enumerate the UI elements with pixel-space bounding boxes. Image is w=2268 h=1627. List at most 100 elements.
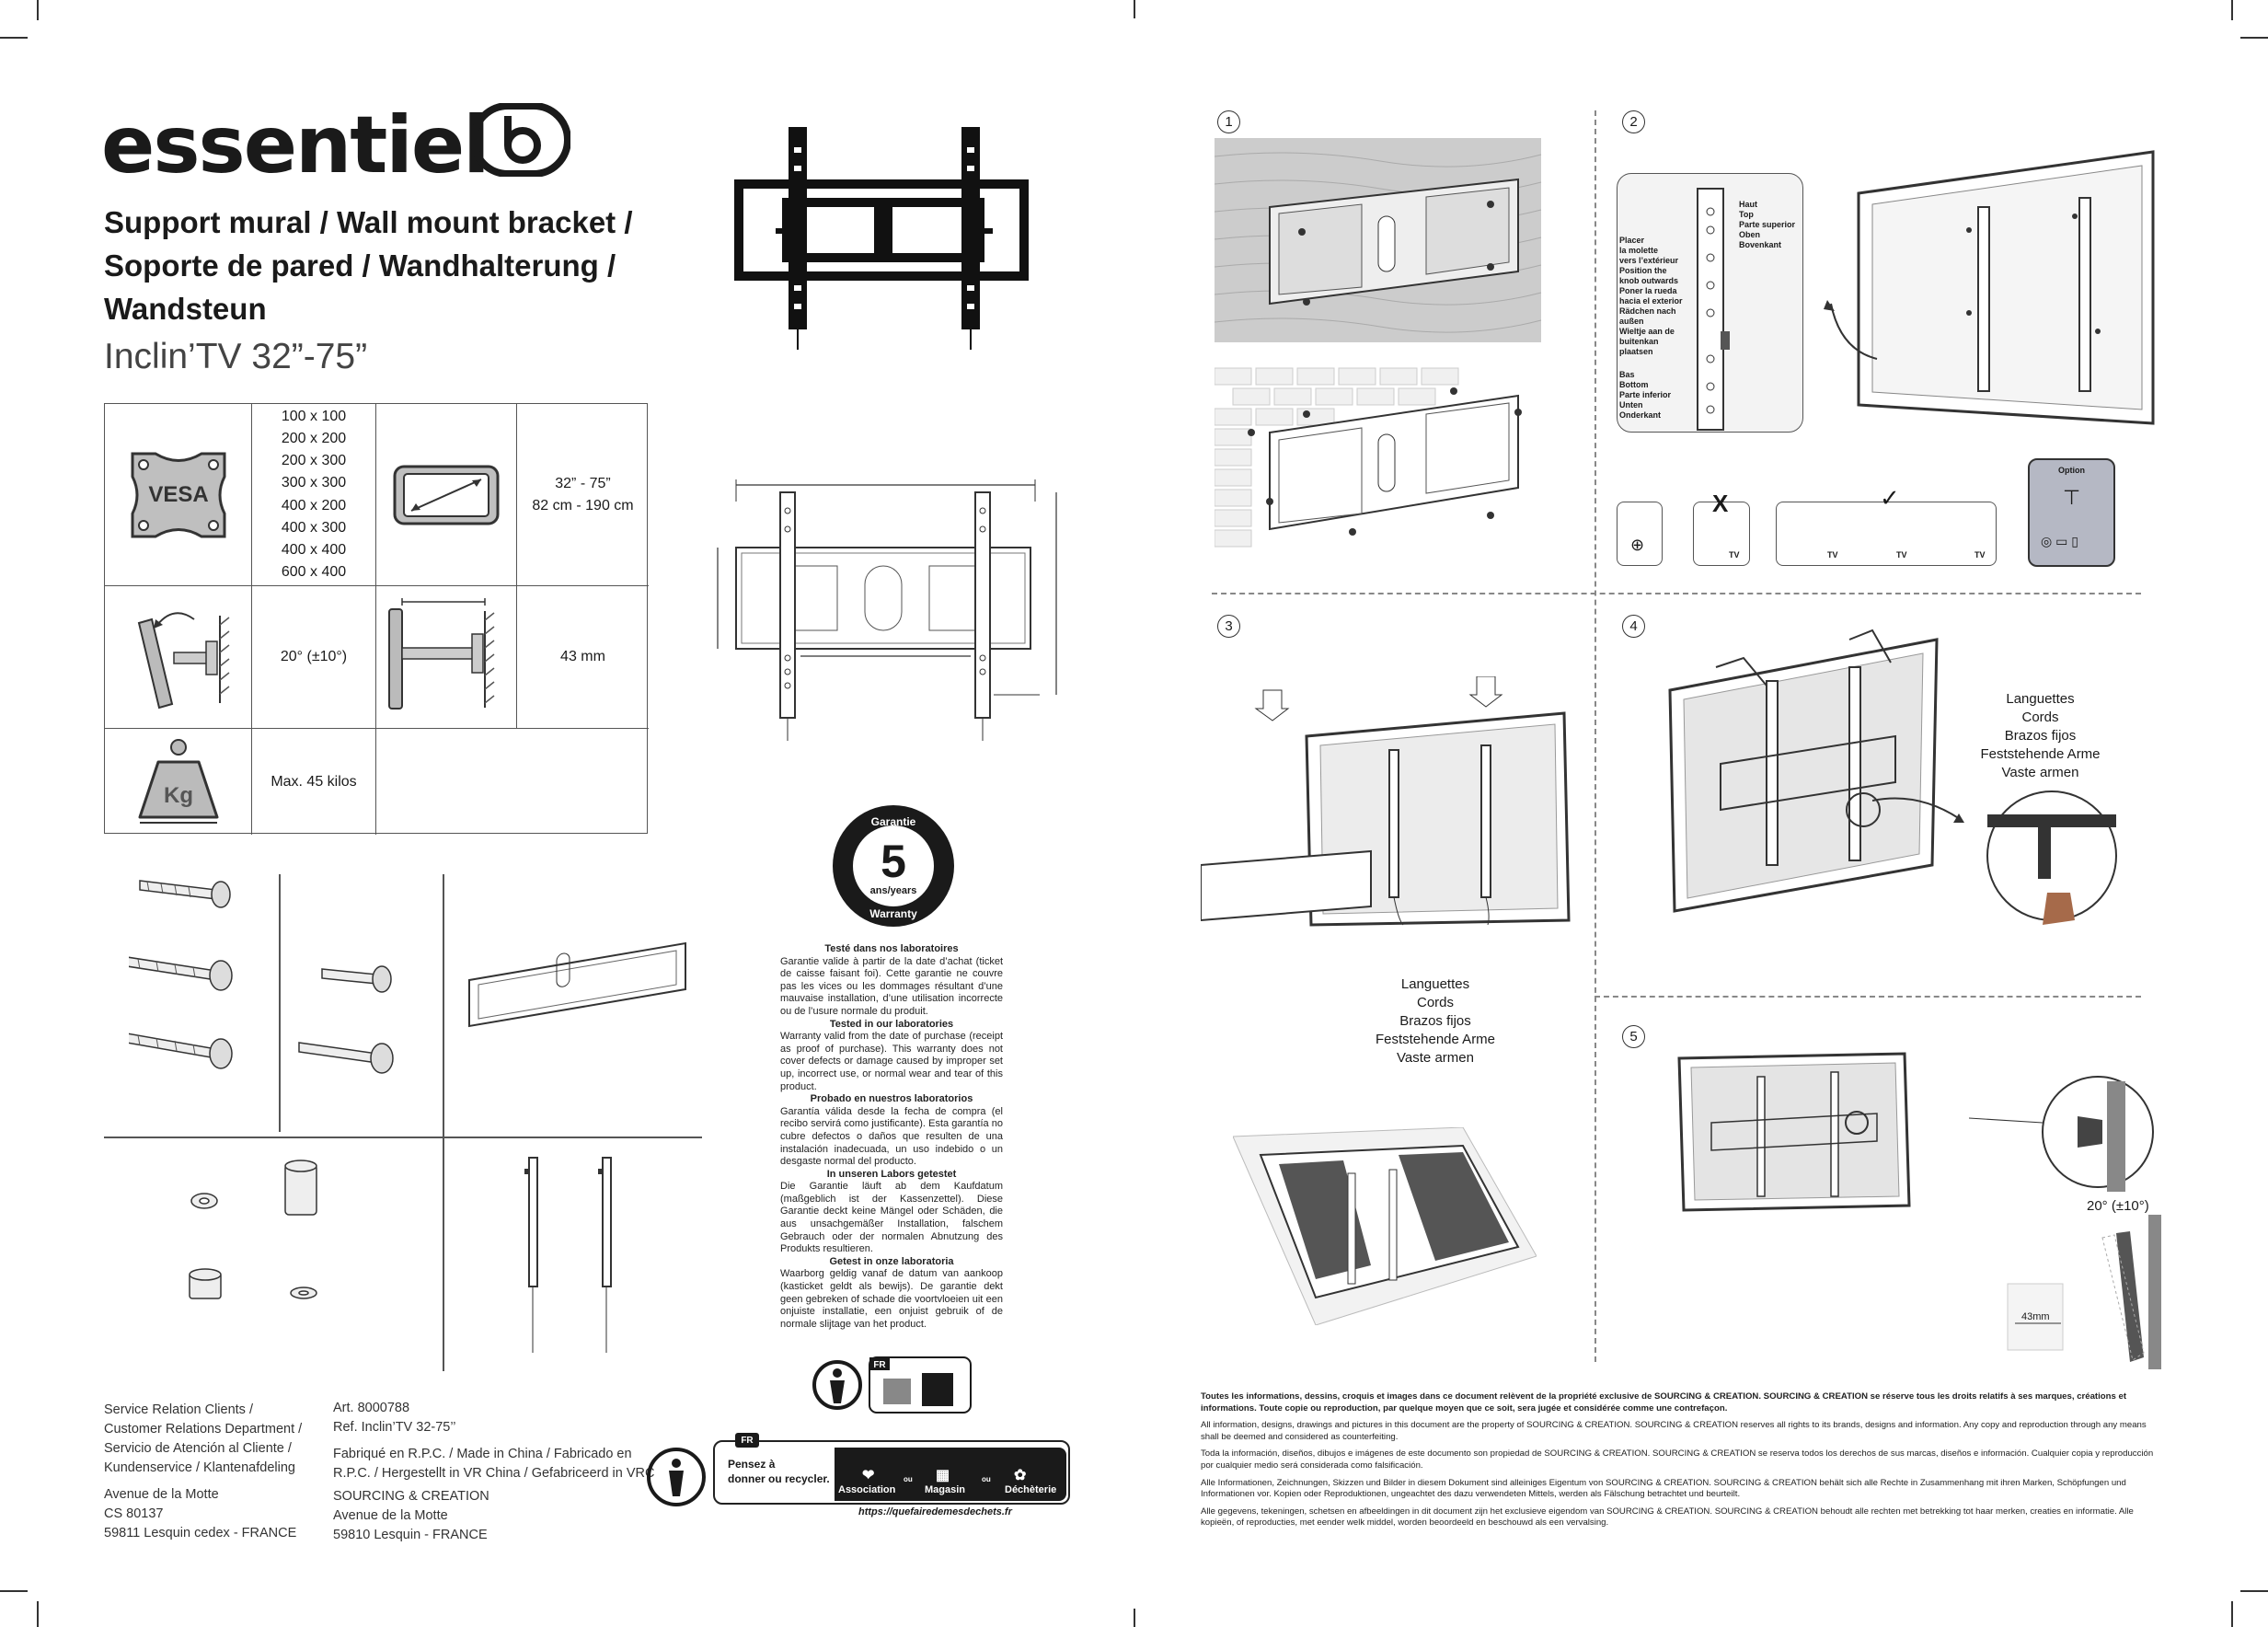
svg-text:VESA: VESA bbox=[148, 482, 208, 507]
knob-label: Placer bbox=[1619, 236, 1645, 245]
warranty-heading: Tested in our laboratories bbox=[829, 1018, 954, 1030]
position-label: Oben bbox=[1739, 230, 1761, 239]
crop-mark bbox=[1134, 1609, 1135, 1627]
step5-tilt-diagram bbox=[2007, 1215, 2161, 1369]
svg-text:5: 5 bbox=[881, 836, 906, 887]
vesa-size: 300 x 300 bbox=[281, 475, 347, 491]
svg-text:ans/years: ans/years bbox=[870, 885, 917, 896]
position-label: Top bbox=[1739, 210, 1754, 219]
step-divider bbox=[1212, 593, 2141, 594]
warranty-paragraph: Garantie valide à partir de la date d’ac… bbox=[780, 955, 1003, 1017]
title-line: Support mural / Wall mount bracket / bbox=[104, 205, 633, 239]
option-recycling-center: Déchèterie bbox=[1005, 1484, 1057, 1495]
step3-tv-underside bbox=[1233, 1127, 1537, 1325]
step5-tv-mounted bbox=[1677, 1052, 1911, 1212]
crop-mark bbox=[0, 1590, 28, 1592]
step5-depth-value: 43mm bbox=[2021, 1311, 2050, 1322]
triman-logo: FR bbox=[812, 1356, 972, 1414]
knob-label: außen bbox=[1619, 317, 1644, 326]
cords-label: Vaste armen bbox=[2001, 765, 2079, 780]
cords-label: Feststehende Arme bbox=[1375, 1032, 1496, 1047]
knob-label: buitenkan bbox=[1619, 337, 1659, 346]
vesa-icon: VESA bbox=[131, 452, 225, 537]
vesa-size: 100 x 100 bbox=[281, 408, 347, 424]
article-info: Art. 8000788 Ref. Inclin’TV 32-75’’ Fabr… bbox=[333, 1399, 655, 1545]
screen-size-cell: 32” - 75” 82 cm - 190 cm bbox=[517, 404, 649, 586]
service-line: Customer Relations Department / bbox=[104, 1422, 303, 1437]
step-number: 3 bbox=[1217, 615, 1240, 638]
option-or: ou bbox=[982, 1475, 991, 1483]
position-label: Bottom bbox=[1619, 380, 1649, 389]
weight-icon: Kg bbox=[138, 738, 218, 824]
knob-label: la molette bbox=[1619, 246, 1659, 255]
legal-notice: Toutes les informations, dessins, croqui… bbox=[1201, 1391, 2167, 1535]
product-title: Support mural / Wall mount bracket / Sop… bbox=[104, 201, 656, 330]
service-line: Kundenservice / Klantenafdeling bbox=[104, 1460, 295, 1475]
recycle-line: Pensez à bbox=[728, 1458, 776, 1471]
svg-text:Garantie: Garantie bbox=[871, 815, 916, 828]
step-divider bbox=[1595, 110, 1596, 1362]
crop-mark bbox=[2231, 1601, 2233, 1627]
step4-cords-labels: Languettes Cords Brazos fijos Feststehen… bbox=[1978, 690, 2102, 782]
position-label: Unten bbox=[1619, 400, 1643, 410]
step3-hanging-tv bbox=[1201, 676, 1571, 927]
tv-arms-illustration bbox=[524, 1157, 612, 1353]
company-line: SOURCING & CREATION bbox=[333, 1489, 489, 1504]
top-labels: Haut Top Parte superior Oben Bovenkant bbox=[1739, 200, 1795, 250]
customer-service: Service Relation Clients / Customer Rela… bbox=[104, 1401, 302, 1543]
svg-text:FR: FR bbox=[873, 1360, 886, 1370]
title-line: Soporte de pared / Wandhalterung / bbox=[104, 248, 616, 283]
option-store: Magasin bbox=[925, 1484, 966, 1495]
screwdriver-icon: ⊕ bbox=[1630, 536, 1645, 554]
recycle-options: ❤ ▦ ✿ Association ou Magasin ou Déchèter… bbox=[835, 1448, 1066, 1501]
store-icon: ▦ bbox=[936, 1468, 950, 1483]
screwdriver-box: ⊕ bbox=[1617, 502, 1663, 566]
recycle-text: Pensez à donner ou recycler. bbox=[728, 1457, 830, 1486]
depth-value-cell: 43 mm bbox=[517, 586, 649, 729]
parts-list bbox=[104, 874, 702, 1376]
vesa-size: 400 x 200 bbox=[281, 497, 347, 513]
company-line: 59810 Lesquin - FRANCE bbox=[333, 1528, 488, 1542]
option-label: Option bbox=[2058, 466, 2085, 475]
recycle-line: donner ou recycler. bbox=[728, 1472, 830, 1485]
knob-labels: Placer la molette vers l’extérieur Posit… bbox=[1619, 236, 1683, 357]
step-number: 2 bbox=[1622, 110, 1645, 133]
screen-size-cm: 82 cm - 190 cm bbox=[532, 497, 634, 513]
screen-icon-cell bbox=[376, 404, 517, 586]
position-label: Onderkant bbox=[1619, 410, 1662, 420]
company-line: Avenue de la Motte bbox=[333, 1508, 448, 1523]
option-association: Association bbox=[838, 1484, 896, 1495]
max-load-cell: Max. 45 kilos bbox=[252, 729, 376, 835]
warranty-heading: Probado en nuestros laboratorios bbox=[810, 1093, 973, 1105]
step2-arm-detail bbox=[1697, 188, 1730, 431]
knob-label: knob outwards bbox=[1619, 276, 1679, 285]
step-number: 1 bbox=[1217, 110, 1240, 133]
depth-value: 43 mm bbox=[560, 649, 605, 664]
fr-badge: FR bbox=[735, 1433, 759, 1448]
option-box: Option ⊤ ◎ ▭ ▯ bbox=[2028, 458, 2115, 567]
vesa-size: 400 x 400 bbox=[281, 541, 347, 558]
cords-label: Vaste armen bbox=[1397, 1050, 1474, 1066]
crop-mark bbox=[2231, 0, 2233, 20]
weight-icon-cell: Kg bbox=[105, 729, 252, 835]
screw-options-box: ✓ TV TV TV bbox=[1776, 484, 1997, 566]
warranty-heading: In unseren Labors getestet bbox=[826, 1168, 957, 1180]
crop-mark bbox=[37, 0, 39, 20]
service-line: Service Relation Clients / bbox=[104, 1402, 253, 1417]
step-number: 4 bbox=[1622, 615, 1645, 638]
cords-label: Languettes bbox=[2006, 691, 2075, 707]
svg-text:Kg: Kg bbox=[164, 783, 193, 808]
title-line: Wandsteun bbox=[104, 292, 267, 326]
tv-label: TV bbox=[1974, 550, 1986, 560]
max-load-value: Max. 45 kilos bbox=[271, 773, 357, 790]
knob-label: Rädchen nach bbox=[1619, 306, 1676, 316]
wall-plate-illustration bbox=[468, 941, 686, 1028]
screws-illustration bbox=[129, 880, 394, 1074]
tv-label: TV bbox=[1827, 550, 1838, 560]
warranty-paragraph: Warranty valid from the date of purchase… bbox=[780, 1031, 1003, 1092]
recycle-url[interactable]: https://quefairedemesdechets.fr bbox=[858, 1506, 1012, 1517]
step2-tv-back bbox=[1824, 150, 2155, 425]
position-label: Parte inferior bbox=[1619, 390, 1672, 399]
knob-label: Position the bbox=[1619, 266, 1667, 275]
made-in: Fabriqué en R.P.C. / Made in China / Fab… bbox=[333, 1447, 632, 1461]
